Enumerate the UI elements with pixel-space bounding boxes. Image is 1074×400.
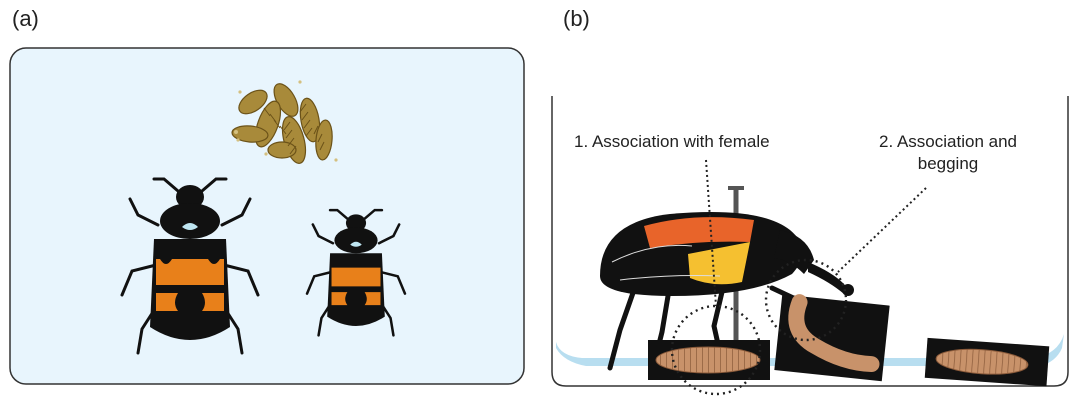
annotation-2: 2. Association and begging	[848, 131, 1048, 175]
larva-photo-3	[925, 338, 1049, 386]
annotation-2-line-1: 2. Association and	[879, 132, 1017, 151]
annotation-1: 1. Association with female	[574, 131, 834, 153]
larva-photo-1	[648, 340, 770, 380]
annotation-2-line-2: begging	[918, 154, 979, 173]
leader-line-2	[838, 188, 926, 272]
larva-photo-2	[774, 294, 889, 381]
